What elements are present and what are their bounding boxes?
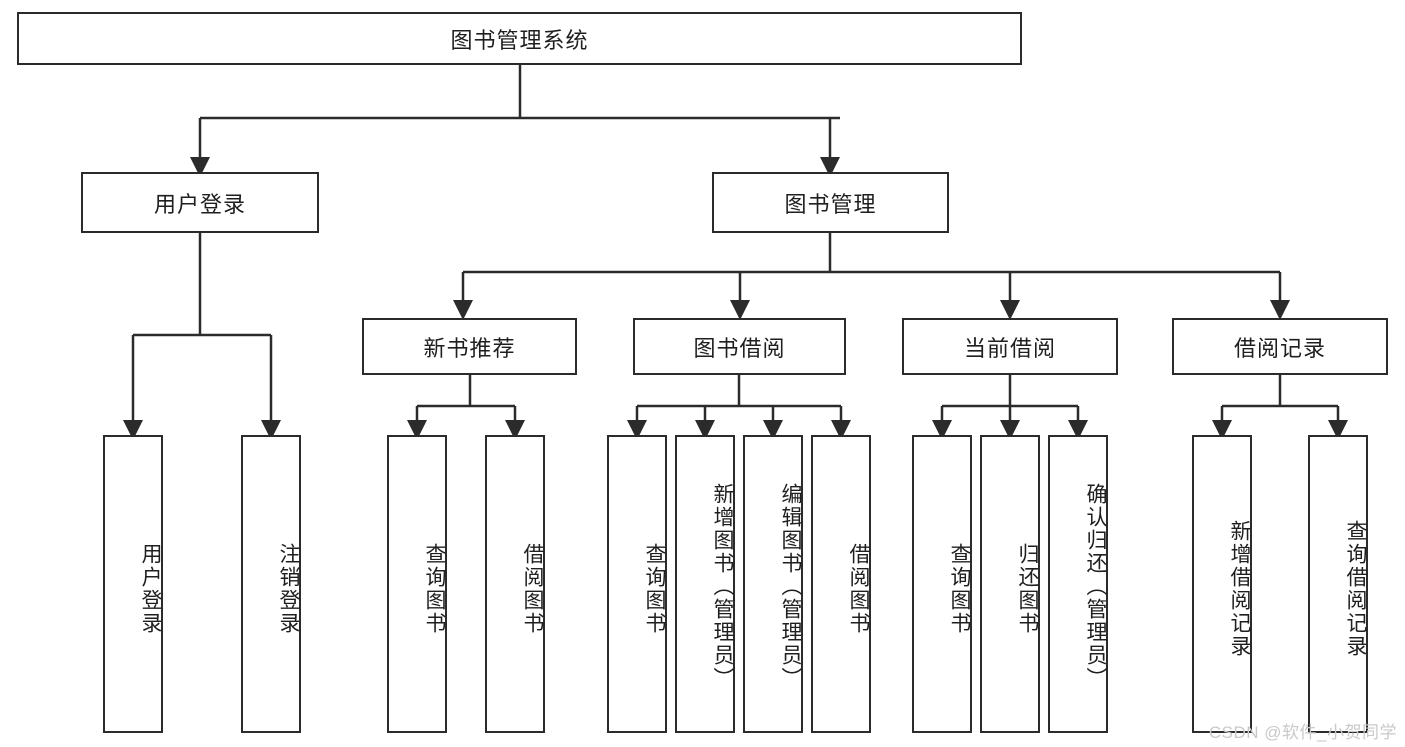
node-label: 注销登录 xyxy=(277,543,300,635)
node-label: 新书推荐 xyxy=(423,335,516,361)
leaf-logout-login[interactable]: 注销登录 xyxy=(241,435,301,733)
watermark-text: CSDN @软件_小贺同学 xyxy=(1208,723,1397,742)
node-book-management[interactable]: 图书管理 xyxy=(712,172,949,233)
node-label: 图书管理系统 xyxy=(450,27,589,53)
leaf-query-book-current[interactable]: 查询图书 xyxy=(912,435,972,733)
node-label: 查询图书 xyxy=(948,543,971,635)
node-current-borrow[interactable]: 当前借阅 xyxy=(902,318,1118,375)
node-label: 当前借阅 xyxy=(963,335,1056,361)
node-user-login[interactable]: 用户登录 xyxy=(81,172,319,233)
node-label: 查询图书 xyxy=(423,543,446,635)
node-label: 查询借阅记录 xyxy=(1344,520,1367,658)
leaf-return-book[interactable]: 归还图书 xyxy=(980,435,1040,733)
leaf-borrow-book-recommend[interactable]: 借阅图书 xyxy=(485,435,545,733)
node-borrow-record[interactable]: 借阅记录 xyxy=(1172,318,1388,375)
leaf-edit-book[interactable]: 编辑图书（管理员） xyxy=(743,435,803,733)
node-label: 借阅记录 xyxy=(1233,335,1326,361)
node-label: 图书借阅 xyxy=(693,335,786,361)
leaf-borrow-book[interactable]: 借阅图书 xyxy=(811,435,871,733)
node-label: 用户登录 xyxy=(153,191,246,217)
leaf-add-book[interactable]: 新增图书（管理员） xyxy=(675,435,735,733)
node-label: 借阅图书 xyxy=(847,543,870,635)
node-label: 编辑图书（管理员） xyxy=(779,482,802,690)
node-label: 查询图书 xyxy=(643,543,666,635)
leaf-query-borrow-record[interactable]: 查询借阅记录 xyxy=(1308,435,1368,733)
node-label: 借阅图书 xyxy=(521,543,544,635)
leaf-user-login[interactable]: 用户登录 xyxy=(103,435,163,733)
leaf-query-book-borrow[interactable]: 查询图书 xyxy=(607,435,667,733)
node-label: 新增图书（管理员） xyxy=(711,482,734,690)
node-label: 用户登录 xyxy=(139,543,162,635)
leaf-query-book-recommend[interactable]: 查询图书 xyxy=(387,435,447,733)
node-label: 确认归还（管理员） xyxy=(1084,482,1107,690)
node-book-management-system[interactable]: 图书管理系统 xyxy=(17,12,1022,65)
node-label: 归还图书 xyxy=(1016,543,1039,635)
leaf-confirm-return[interactable]: 确认归还（管理员） xyxy=(1048,435,1108,733)
leaf-add-borrow-record[interactable]: 新增借阅记录 xyxy=(1192,435,1252,733)
node-book-borrow[interactable]: 图书借阅 xyxy=(633,318,846,375)
node-new-book-recommend[interactable]: 新书推荐 xyxy=(362,318,577,375)
node-label: 新增借阅记录 xyxy=(1228,520,1251,658)
node-label: 图书管理 xyxy=(784,191,877,217)
